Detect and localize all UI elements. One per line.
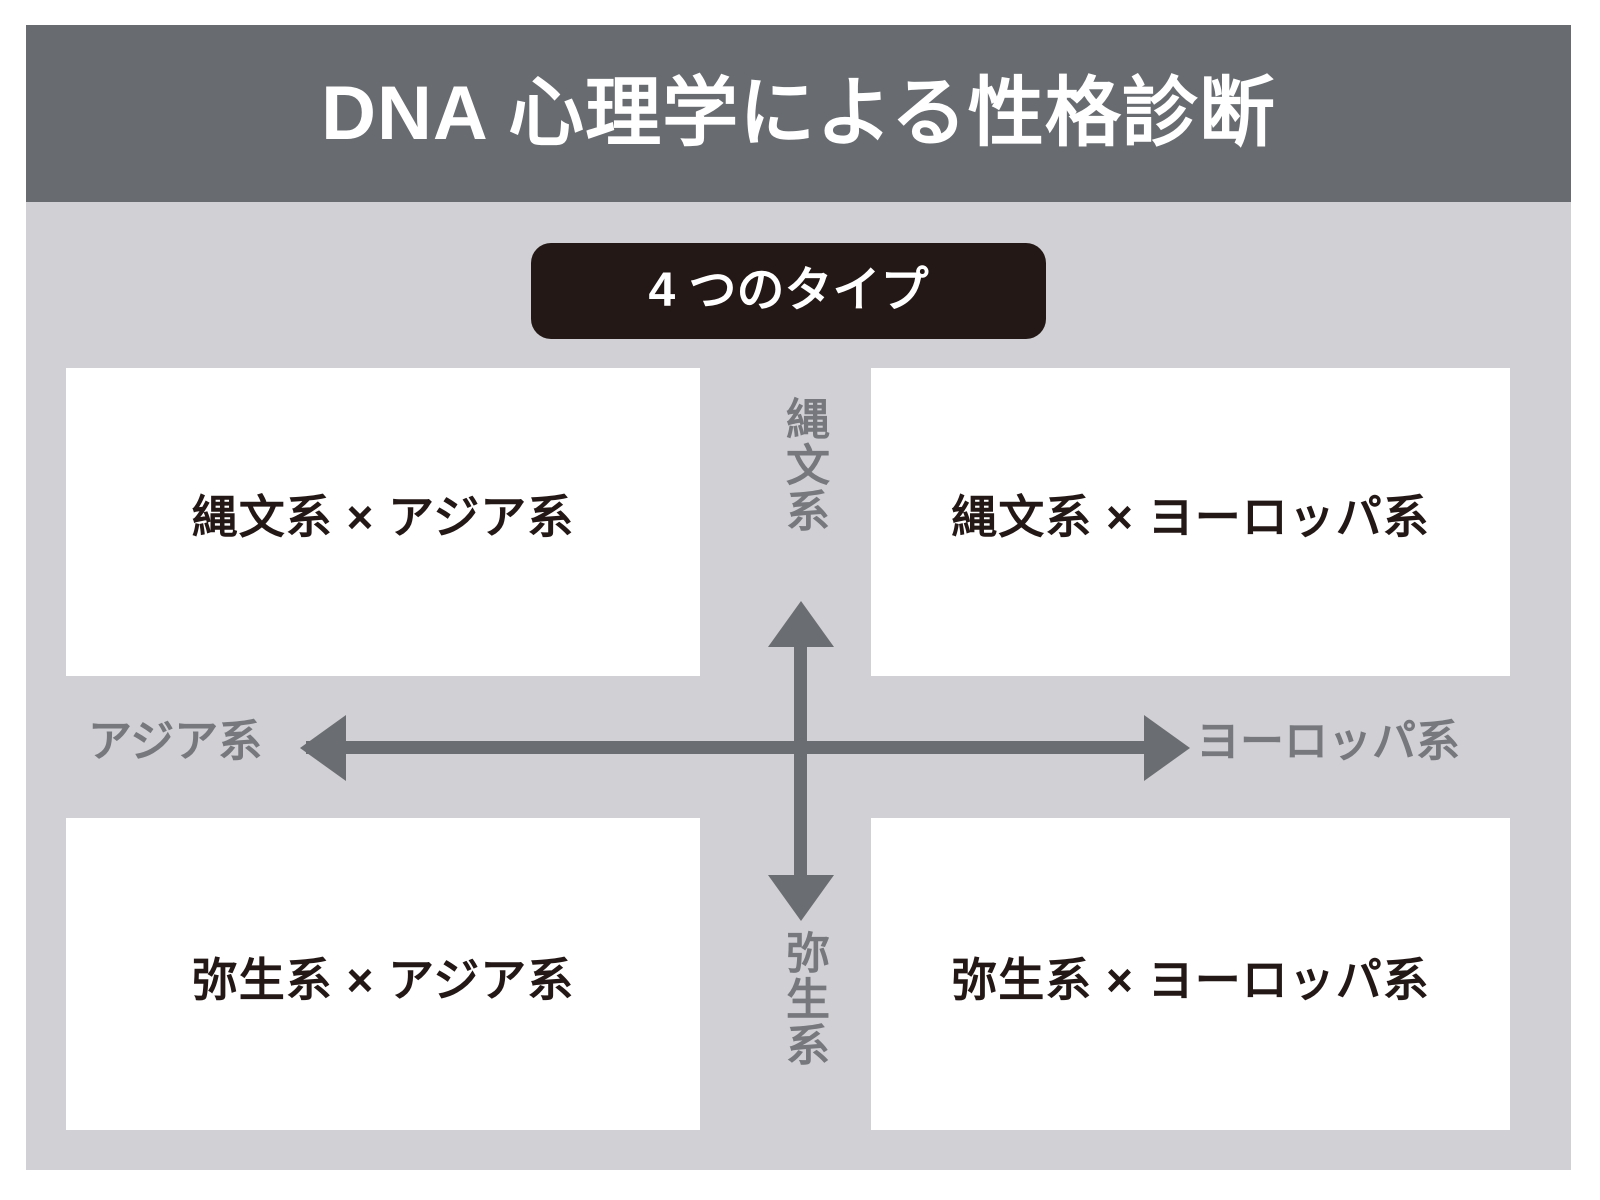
quadrant-top-left-label: 縄文系 × アジア系	[191, 491, 575, 543]
quadrant-bottom-left[interactable]: 弥生系 × アジア系	[66, 818, 700, 1130]
axis-label-left: アジア系	[88, 717, 263, 766]
quadrant-top-right[interactable]: 縄文系 × ヨーロッパ系	[871, 368, 1510, 676]
arrow-up-icon	[768, 601, 834, 647]
quadrant-bottom-right-label: 弥生系 × ヨーロッパ系	[951, 954, 1430, 1006]
arrow-left-icon	[300, 715, 346, 781]
quadrant-top-left[interactable]: 縄文系 × アジア系	[66, 368, 700, 676]
horizontal-axis-line	[306, 741, 1168, 754]
vertical-axis-line	[794, 630, 807, 895]
axis-label-right: ヨーロッパ系	[1196, 717, 1460, 766]
type-count-badge-label: 4 つのタイプ	[648, 264, 929, 317]
arrow-down-icon	[768, 875, 834, 921]
axis-label-bottom: 弥生系	[779, 930, 828, 1068]
page-title: DNA 心理学による性格診断	[321, 70, 1276, 156]
header-bar: DNA 心理学による性格診断	[26, 25, 1571, 202]
axis-label-top: 縄文系	[779, 396, 828, 534]
arrow-right-icon	[1144, 715, 1190, 781]
quadrant-bottom-left-label: 弥生系 × アジア系	[191, 954, 575, 1006]
type-count-badge: 4 つのタイプ	[531, 243, 1046, 339]
quadrant-top-right-label: 縄文系 × ヨーロッパ系	[951, 491, 1430, 543]
quadrant-bottom-right[interactable]: 弥生系 × ヨーロッパ系	[871, 818, 1510, 1130]
